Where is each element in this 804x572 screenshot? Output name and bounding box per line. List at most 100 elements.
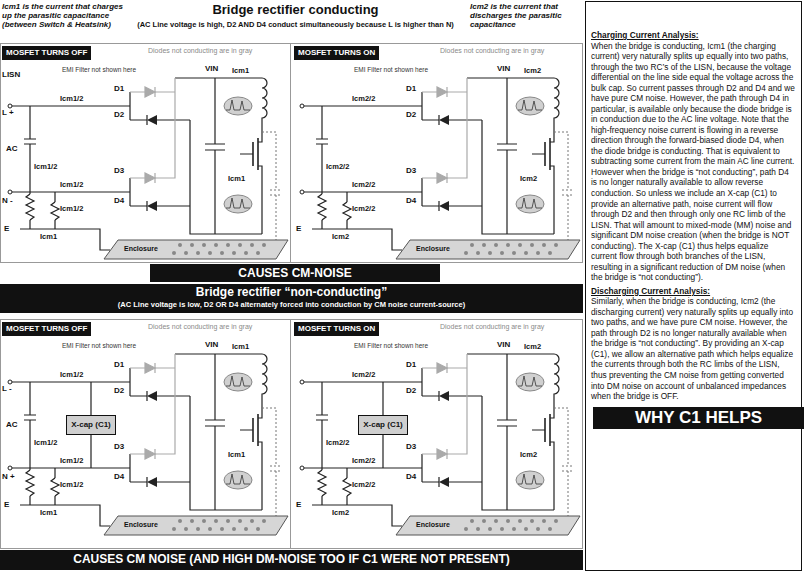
- circuit-label: VIN: [497, 340, 510, 349]
- current-label: Icm2/2: [352, 94, 375, 103]
- legend-note: Diodes not conducting are in gray: [148, 47, 252, 54]
- result-band: CAUSES CM-NOISE: [150, 264, 440, 282]
- circuit-label: E: [4, 500, 9, 509]
- circuit-label: E: [4, 224, 9, 233]
- panel-tag: MOSFET TURNS OFF: [2, 46, 91, 60]
- note-text: Icm1 is the current that charges up the …: [2, 2, 124, 30]
- node-text: MOSFET TURNS ON: [298, 324, 375, 334]
- result-band: CAUSES CM NOISE (AND HIGH DM-NOISE TOO I…: [0, 550, 583, 570]
- circuit-label: D2: [406, 110, 416, 119]
- current-label: Icm2: [332, 508, 349, 517]
- terminal-label: AC: [6, 144, 18, 153]
- current-label: Icm1/2: [60, 370, 83, 379]
- legend-note: Diodes not conducting are in gray: [440, 323, 544, 330]
- section-band: Bridge rectifier “non-conducting”(AC Lin…: [0, 284, 583, 313]
- node-text: X-cap (C1): [71, 418, 111, 432]
- panel-frame: [1, 44, 583, 263]
- current-label: Icm1: [40, 508, 57, 517]
- circuit-label: D4: [114, 472, 124, 481]
- circuit-label: D2: [406, 386, 416, 395]
- circuit-panel: [300, 78, 580, 259]
- circuit-label: D3: [406, 442, 416, 451]
- node-text: MOSFET TURNS ON: [298, 48, 375, 58]
- circuit-label: D3: [114, 442, 124, 451]
- circuit-label: D3: [114, 166, 124, 175]
- node-text: MOSFET TURNS OFF: [6, 324, 87, 334]
- terminal-label: L +: [2, 108, 14, 117]
- current-label: Icm2: [524, 66, 541, 75]
- current-label: Icm2/2: [352, 456, 375, 465]
- current-label: Icm2/2: [352, 370, 375, 379]
- explanation-panel: Charging Current Analysis:When the bridg…: [585, 1, 802, 571]
- node-text: (AC Line voltage is low, D2 OR D4 altern…: [4, 300, 579, 312]
- circuit-label: VIN: [205, 340, 218, 349]
- panel-tag: MOSFET TURNS ON: [294, 322, 379, 336]
- circuit-label: D4: [114, 196, 124, 205]
- current-label: Icm1/2: [34, 162, 57, 171]
- current-label: Icm1/2: [60, 456, 83, 465]
- circuit-label: D2: [114, 110, 124, 119]
- filter-note: EMI Filter not shown here: [62, 66, 136, 73]
- terminal-label: N +: [2, 472, 15, 481]
- heading-text: Bridge rectifier conducting: [128, 2, 463, 18]
- current-label: Icm2: [520, 450, 537, 459]
- current-label: Icm1: [40, 232, 57, 241]
- current-label: Icm2: [332, 232, 349, 241]
- terminal-label: N -: [2, 196, 13, 205]
- panel-tag: MOSFET TURNS ON: [294, 46, 379, 60]
- note-text: Icm2 is the current that discharges the …: [470, 2, 582, 30]
- x-cap-box: X-cap (C1): [358, 415, 408, 435]
- circuit-label: E: [296, 224, 301, 233]
- legend-note: Diodes not conducting are in gray: [440, 47, 544, 54]
- circuit-label: D1: [114, 360, 124, 369]
- legend-note: Diodes not conducting are in gray: [148, 323, 252, 330]
- circuit-label: VIN: [497, 64, 510, 73]
- current-label: Icm1/2: [60, 480, 83, 489]
- node-text: CAUSES CM-NOISE: [154, 265, 436, 281]
- circuit-label: D2: [114, 386, 124, 395]
- circuit-label: D4: [406, 196, 416, 205]
- current-label: Icm1: [228, 174, 245, 183]
- x-cap-wire: [91, 382, 383, 468]
- panel-title: WHY C1 HELPS: [593, 407, 804, 429]
- current-label: Icm1/2: [60, 180, 83, 189]
- filter-note: EMI Filter not shown here: [354, 66, 428, 73]
- enclosure-label: Enclosure: [124, 244, 158, 253]
- x-cap-box: X-cap (C1): [66, 415, 116, 435]
- node-text: MOSFET TURNS OFF: [6, 48, 87, 58]
- current-label: Icm2: [524, 342, 541, 351]
- circuit-label: D3: [406, 166, 416, 175]
- panel-tag: MOSFET TURNS OFF: [2, 322, 91, 336]
- circuit-label: D1: [406, 360, 416, 369]
- node-text: Bridge rectifier “non-conducting”: [4, 285, 579, 300]
- circuit-label: E: [296, 500, 301, 509]
- enclosure-label: Enclosure: [416, 520, 450, 529]
- panel-frame: [1, 320, 583, 549]
- current-label: Icm2/2: [326, 438, 349, 447]
- current-label: Icm2/2: [352, 204, 375, 213]
- filter-note: EMI Filter not shown here: [354, 342, 428, 349]
- circuit-panel: [8, 354, 288, 535]
- enclosure-label: Enclosure: [124, 520, 158, 529]
- current-label: Icm2/2: [352, 480, 375, 489]
- terminal-label: AC: [6, 420, 18, 429]
- node-text: WHY C1 HELPS: [593, 407, 804, 429]
- enclosure-label: Enclosure: [416, 244, 450, 253]
- node-text: X-cap (C1): [363, 418, 403, 432]
- circuit-label: D4: [406, 472, 416, 481]
- filter-note: EMI Filter not shown here: [62, 342, 136, 349]
- circuit-label: D1: [114, 84, 124, 93]
- circuit-panel: [300, 354, 580, 535]
- node-text: Similarly, when the bridge is conducting…: [591, 296, 796, 401]
- node-text: When the bridge is conducting, Icm1 (the…: [591, 41, 796, 283]
- node-text: Discharging Current Analysis:: [591, 286, 796, 297]
- current-label: Icm1: [228, 450, 245, 459]
- current-label: Icm2/2: [352, 180, 375, 189]
- circuit-label: VIN: [205, 64, 218, 73]
- node-text: Charging Current Analysis:: [591, 30, 796, 41]
- terminal-label: L -: [2, 384, 12, 393]
- current-label: Icm1/2: [34, 438, 57, 447]
- current-label: Icm1/2: [60, 94, 83, 103]
- subheading-text: (AC Line voltage is high, D2 AND D4 cond…: [128, 20, 463, 30]
